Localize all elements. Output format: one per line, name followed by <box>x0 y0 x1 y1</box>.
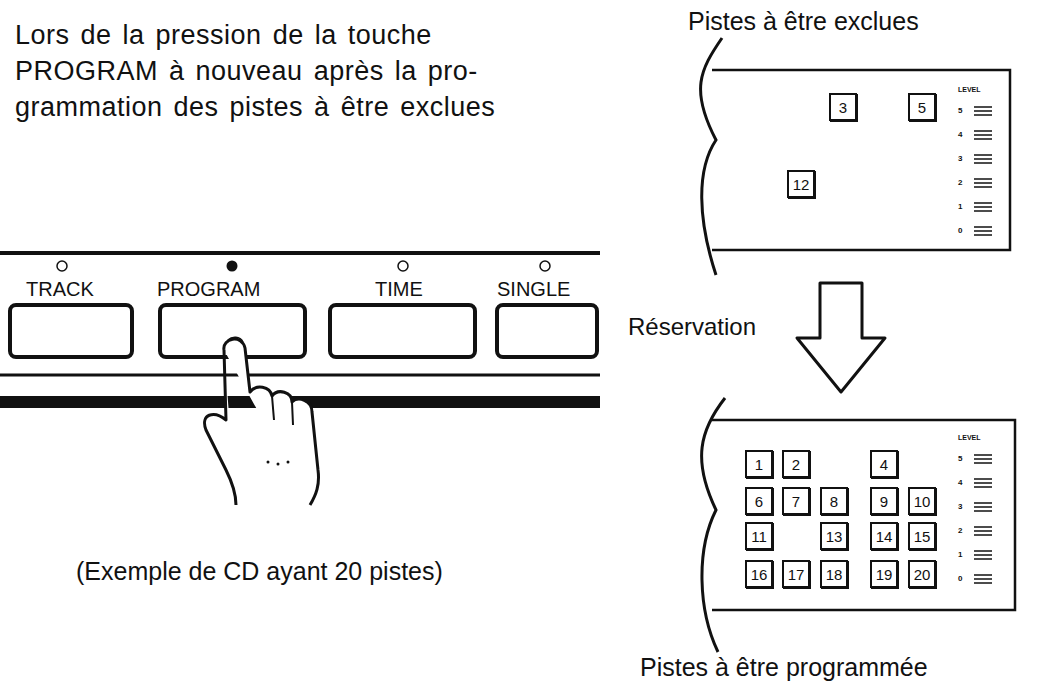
track-box: 12 <box>787 170 815 198</box>
track-box: 13 <box>820 522 848 550</box>
track-box: 1 <box>745 450 773 478</box>
panel-line <box>0 374 600 377</box>
track-box: 16 <box>745 560 773 588</box>
track-number: 1 <box>755 457 763 472</box>
heading: Pistes à être programmée <box>640 652 928 682</box>
display-cut <box>702 398 725 652</box>
track-box: 10 <box>908 487 936 515</box>
meter-label: LEVEL <box>958 434 981 442</box>
meter-digit: 1 <box>958 550 962 560</box>
track-number: 11 <box>751 529 767 544</box>
track-box: 7 <box>782 487 810 515</box>
led <box>57 261 67 271</box>
track-number: 12 <box>793 177 810 192</box>
track-number: 2 <box>792 457 800 472</box>
track-number: 19 <box>876 567 893 582</box>
button <box>497 305 597 357</box>
meter-digit: 2 <box>958 526 962 536</box>
meter-digit: 4 <box>958 130 962 140</box>
display-panel <box>712 420 1015 610</box>
button-label: TRACK <box>26 277 94 301</box>
track-box: 3 <box>829 93 857 121</box>
caption: (Exemple de CD ayant 20 pistes) <box>76 556 443 586</box>
meter-digit: 1 <box>958 202 962 212</box>
track-number: 18 <box>826 567 843 582</box>
meter-digit: 0 <box>958 574 962 584</box>
track-number: 16 <box>751 567 768 582</box>
track-number: 13 <box>826 529 843 544</box>
button <box>330 305 475 357</box>
track-number: 8 <box>830 494 838 509</box>
track-number: 4 <box>880 457 888 472</box>
track-number: 3 <box>839 100 847 115</box>
track-number: 5 <box>918 100 926 115</box>
led <box>398 261 408 271</box>
meter-digit: 5 <box>958 106 962 116</box>
button-label: SINGLE <box>497 277 570 301</box>
track-box: 4 <box>870 450 898 478</box>
track-box: 2 <box>782 450 810 478</box>
track-box: 6 <box>745 487 773 515</box>
button <box>10 305 132 357</box>
arrow-label: Réservation <box>628 313 756 342</box>
instruction-text: Lors de la pression de la touche PROGRAM… <box>15 18 575 126</box>
track-box: 5 <box>908 93 936 121</box>
meter-digit: 0 <box>958 226 962 236</box>
track-number: 14 <box>876 529 893 544</box>
track-number: 17 <box>788 567 805 582</box>
track-box: 9 <box>870 487 898 515</box>
track-number: 7 <box>792 494 800 509</box>
meter-label: LEVEL <box>958 86 981 94</box>
meter-digit: 3 <box>958 154 962 164</box>
level-meter <box>974 107 992 583</box>
meter-digit: 3 <box>958 502 962 512</box>
led-lit <box>227 261 238 272</box>
track-number: 15 <box>914 529 931 544</box>
reservation-arrow <box>797 283 885 392</box>
panel-line <box>0 251 600 255</box>
track-number: 6 <box>755 494 763 509</box>
meter-digit: 2 <box>958 178 962 188</box>
track-number: 20 <box>914 567 931 582</box>
meter-digit: 4 <box>958 478 962 488</box>
button-label: PROGRAM <box>157 277 260 301</box>
led <box>540 261 550 271</box>
track-number: 9 <box>880 494 888 509</box>
track-box: 20 <box>908 560 936 588</box>
display-panel <box>712 70 1010 250</box>
meter-digit: 5 <box>958 454 962 464</box>
track-box: 19 <box>870 560 898 588</box>
hand-fold <box>272 396 293 425</box>
track-box: 11 <box>745 522 773 550</box>
display-cut <box>701 38 722 275</box>
hand <box>205 339 319 505</box>
track-box: 18 <box>820 560 848 588</box>
fingernail <box>228 337 243 342</box>
heading: Pistes à être exclues <box>688 6 919 36</box>
button-label: TIME <box>375 277 423 301</box>
track-box: 14 <box>870 522 898 550</box>
track-box: 17 <box>782 560 810 588</box>
track-number: 10 <box>914 494 931 509</box>
track-box: 8 <box>820 487 848 515</box>
track-box: 15 <box>908 522 936 550</box>
